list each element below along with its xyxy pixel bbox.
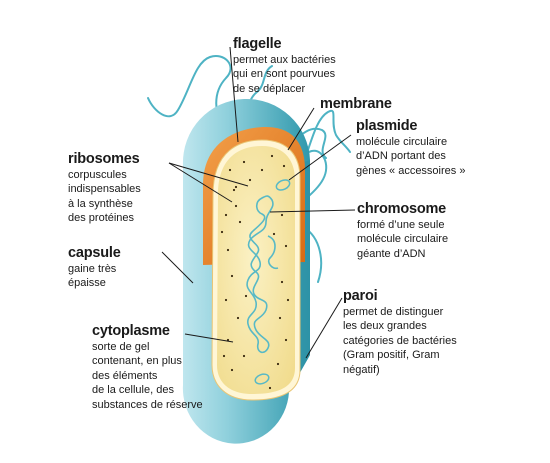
label-chromosome: chromosome formé d’une seule molécule ci… — [357, 201, 448, 261]
label-flagelle-desc: permet aux bactéries qui en sont pourvue… — [233, 53, 336, 95]
flagellum — [147, 54, 233, 149]
label-membrane-title: membrane — [320, 96, 392, 112]
label-paroi-desc: permet de distinguer les deux grandes ca… — [343, 305, 457, 376]
label-flagelle-title: flagelle — [233, 36, 282, 52]
label-capsule: capsule gaine très épaisse — [68, 245, 121, 291]
label-capsule-title: capsule — [68, 245, 121, 261]
leader-line-chromosome — [269, 209, 356, 213]
label-ribosomes-title: ribosomes — [68, 151, 140, 167]
leader-line-capsule — [161, 251, 194, 284]
leader-line-plasmide — [288, 134, 352, 181]
label-capsule-desc: gaine très épaisse — [68, 262, 117, 290]
label-flagelle: flagelle permet aux bactéries qui en son… — [233, 36, 336, 96]
label-chromosome-desc: formé d’une seule molécule circulaire gé… — [357, 218, 449, 260]
label-cytoplasme: cytoplasme sorte de gel contenant, en pl… — [92, 323, 203, 412]
label-cytoplasme-desc: sorte de gel contenant, en plus des élém… — [92, 340, 203, 411]
label-membrane: membrane — [320, 96, 392, 113]
leader-line-paroi — [305, 297, 343, 359]
label-plasmide-title: plasmide — [356, 118, 418, 134]
label-paroi-title: paroi — [343, 288, 378, 304]
ribosome-dots — [220, 154, 290, 390]
label-ribosomes: ribosomes corpuscules indispensables à l… — [68, 151, 141, 226]
leader-line-flagelle — [229, 46, 239, 143]
leader-line-cytoplasme — [184, 333, 234, 343]
leader-line-ribosomes-b — [168, 162, 233, 203]
leader-lines — [161, 46, 356, 359]
leader-line-ribosomes-a — [168, 162, 249, 187]
label-chromosome-title: chromosome — [357, 201, 447, 217]
label-paroi: paroi permet de distinguer les deux gran… — [343, 288, 457, 377]
label-ribosomes-desc: corpuscules indispensables à la synthèse… — [68, 168, 141, 225]
flagellum — [296, 109, 351, 181]
label-cytoplasme-title: cytoplasme — [92, 323, 170, 339]
leader-line-membrane — [287, 107, 315, 151]
chromosome-dna — [246, 195, 279, 354]
label-plasmide-desc: molécule circulaire d’ADN portant des gè… — [356, 135, 466, 177]
cytoplasm — [217, 146, 295, 394]
plasmid — [275, 179, 291, 191]
plasmid — [254, 373, 270, 385]
label-plasmide: plasmide molécule circulaire d’ADN porta… — [356, 118, 465, 178]
